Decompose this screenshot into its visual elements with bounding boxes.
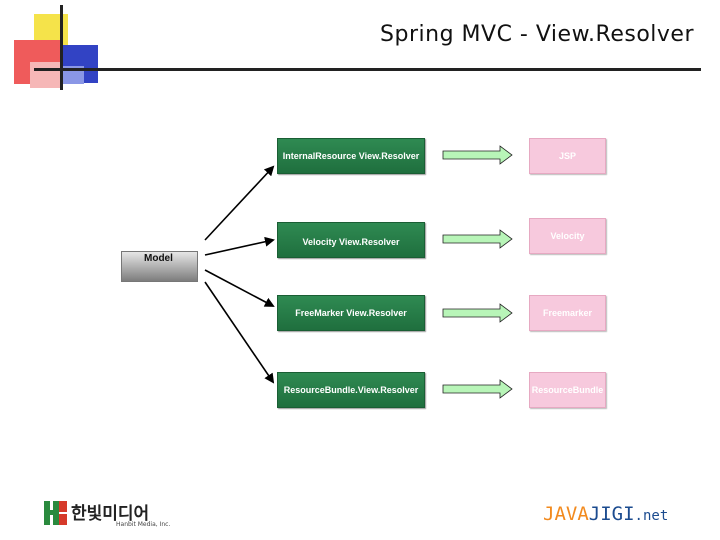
deco-pink-square bbox=[30, 62, 62, 88]
resolver-box-velocity: Velocity View.Resolver bbox=[277, 222, 425, 258]
resolver-box-resourcebundle: ResourceBundle.View.Resolver bbox=[277, 372, 425, 408]
hanbit-media-logo: 한빛미디어 Hanbit Media, Inc. bbox=[44, 501, 170, 528]
slide-title: Spring MVC - View.Resolver bbox=[380, 22, 694, 47]
view-box-freemarker: Freemarker bbox=[529, 295, 606, 331]
javajigi-logo-part1: JAVA bbox=[543, 503, 589, 525]
title-rule bbox=[34, 68, 701, 71]
view-box-resourcebundle: ResourceBundle bbox=[529, 372, 606, 408]
deco-vertical-line bbox=[60, 5, 63, 90]
model-to-resolver-1-arrow bbox=[204, 165, 275, 241]
javajigi-logo-part3: .net bbox=[634, 508, 669, 524]
javajigi-logo: JAVAJIGI.net bbox=[543, 503, 668, 525]
resolver-4-to-view-block-arrow bbox=[442, 379, 513, 399]
model-to-resolver-2-arrow bbox=[204, 236, 275, 256]
resolver-1-to-view-block-arrow bbox=[442, 145, 513, 165]
svg-text:Hanbit Media, Inc.: Hanbit Media, Inc. bbox=[116, 521, 170, 528]
model-to-resolver-4-arrow bbox=[204, 281, 275, 384]
resolver-box-freemarker: FreeMarker View.Resolver bbox=[277, 295, 425, 331]
resolver-2-to-view-block-arrow bbox=[442, 229, 513, 249]
svg-text:한빛미디어: 한빛미디어 bbox=[71, 504, 149, 524]
resolver-3-to-view-block-arrow bbox=[442, 303, 513, 323]
view-box-velocity: Velocity bbox=[529, 218, 606, 254]
model-to-resolver-3-arrow bbox=[204, 269, 275, 307]
view-box-jsp: JSP bbox=[529, 138, 606, 174]
javajigi-logo-part2: JIGI bbox=[588, 503, 635, 525]
resolver-box-internalresource: InternalResource View.Resolver bbox=[277, 138, 425, 174]
model-box: Model bbox=[121, 251, 198, 282]
